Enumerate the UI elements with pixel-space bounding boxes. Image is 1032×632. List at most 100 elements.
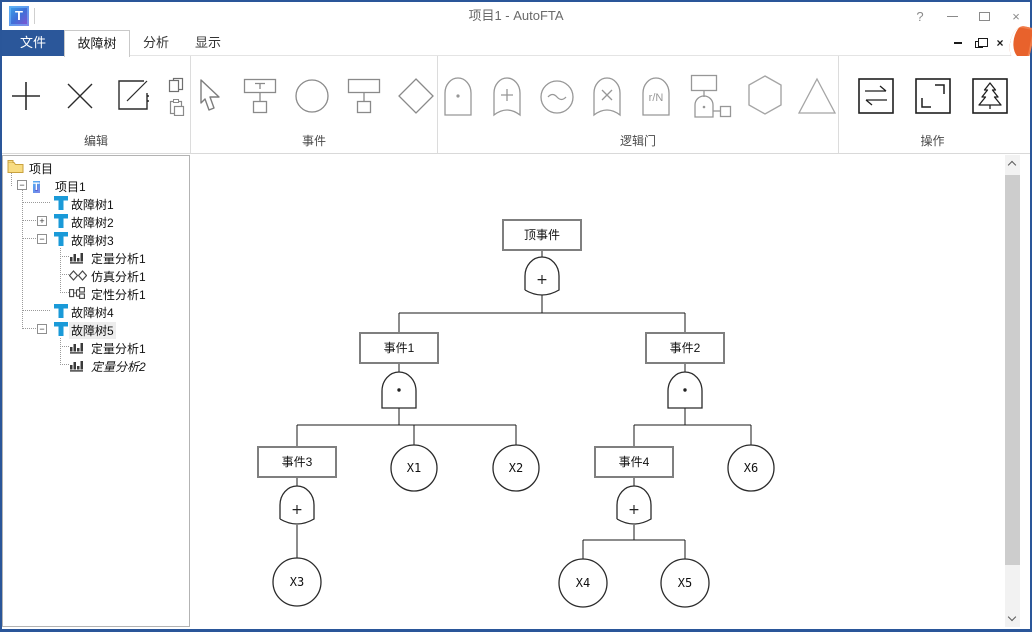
- svg-text:X2: X2: [509, 461, 523, 475]
- fault-tree-icon: [53, 321, 69, 337]
- title-bar: T 项目1 - AutoFTA ? ×: [2, 2, 1030, 30]
- tree-item-quant-analysis2[interactable]: 定量分析2: [3, 356, 189, 374]
- tree-item-faulttree2[interactable]: + 故障树2: [3, 212, 189, 230]
- vertical-scrollbar[interactable]: [1005, 155, 1020, 627]
- copy-icon[interactable]: [168, 77, 186, 93]
- paste-icon[interactable]: [168, 98, 186, 116]
- add-icon[interactable]: [6, 76, 46, 116]
- tree-item-quant-analysis1b[interactable]: 定量分析1: [3, 338, 189, 356]
- group-label-edit: 编辑: [83, 134, 108, 148]
- tree-connector: [22, 328, 36, 329]
- tree-item-faulttree4[interactable]: 故障树4: [3, 302, 189, 320]
- top-event-icon[interactable]: [242, 76, 278, 116]
- expand-expander[interactable]: +: [37, 216, 47, 226]
- ribbon-group-edit: 编辑: [2, 56, 191, 153]
- tree-item-sim-analysis1[interactable]: 仿真分析1: [3, 266, 189, 284]
- and-gate-icon[interactable]: [438, 73, 478, 119]
- minimize-button[interactable]: [944, 15, 960, 17]
- node-event4[interactable]: 事件4: [594, 446, 674, 478]
- xor-gate-icon[interactable]: [587, 73, 627, 119]
- node-x4[interactable]: X4: [558, 558, 608, 608]
- svg-text:事件4: 事件4: [619, 455, 650, 469]
- svg-text:X1: X1: [407, 461, 421, 475]
- project-icon: T: [33, 181, 40, 193]
- and-gate-event2[interactable]: [667, 371, 703, 409]
- svg-text:事件3: 事件3: [282, 455, 313, 469]
- scrollbar-thumb[interactable]: [1005, 175, 1020, 565]
- fault-tree-icon: [53, 213, 69, 229]
- ribbon-group-event: 事件: [191, 56, 438, 153]
- voting-gate-label: r/N: [648, 92, 663, 104]
- node-x6[interactable]: X6: [727, 444, 775, 492]
- tab-fault-tree[interactable]: 故障树: [64, 30, 130, 57]
- delete-icon[interactable]: [60, 76, 100, 116]
- voting-gate-icon[interactable]: r/N: [636, 73, 676, 119]
- svg-text:X5: X5: [678, 576, 692, 590]
- ribbon-group-gate: r/N 逻辑门: [438, 56, 839, 153]
- mdi-minimize-button[interactable]: [952, 42, 964, 44]
- help-button[interactable]: ?: [916, 8, 924, 24]
- main-area: 项目 − T 项目1 故障树1 + 故障树2 −: [2, 154, 1030, 628]
- select-cursor-icon[interactable]: [193, 77, 227, 115]
- tree-connector: [60, 292, 69, 293]
- svg-text:+: +: [628, 502, 640, 518]
- or-gate-icon[interactable]: [487, 73, 527, 119]
- collapse-expander[interactable]: −: [37, 234, 47, 244]
- scroll-up-button[interactable]: [1005, 155, 1020, 172]
- tree-item-project1[interactable]: − T 项目1: [3, 176, 189, 194]
- fault-tree-icon: [53, 303, 69, 319]
- fault-tree-icon: [53, 231, 69, 247]
- inhibit-gate-icon[interactable]: [744, 73, 786, 119]
- ribbon-tab-row: 文件 故障树 分析 显示 ×: [2, 24, 1032, 64]
- clipboard-buttons: [168, 77, 186, 116]
- tab-display[interactable]: 显示: [194, 35, 221, 50]
- undeveloped-event-icon[interactable]: [397, 77, 435, 115]
- node-x1[interactable]: X1: [390, 444, 438, 492]
- node-x5[interactable]: X5: [660, 558, 710, 608]
- edit-icon[interactable]: [114, 76, 154, 116]
- or-gate-event4[interactable]: +: [616, 485, 652, 525]
- tree-item-faulttree3[interactable]: − 故障树3: [3, 230, 189, 248]
- node-x2[interactable]: X2: [492, 444, 540, 492]
- intermediate-event-icon[interactable]: [346, 76, 382, 116]
- ribbon: 编辑: [2, 56, 1030, 154]
- project-tree-panel[interactable]: 项目 − T 项目1 故障树1 + 故障树2 −: [2, 155, 190, 627]
- not-gate-icon[interactable]: [536, 73, 578, 119]
- tree-connector: [22, 310, 50, 311]
- close-button[interactable]: ×: [1012, 8, 1020, 24]
- node-event1[interactable]: 事件1: [359, 332, 439, 364]
- tree-connector: [22, 220, 36, 221]
- transfer-gate-icon[interactable]: [795, 73, 839, 119]
- fit-view-icon[interactable]: [914, 78, 951, 114]
- basic-event-icon[interactable]: [293, 77, 331, 115]
- tab-file[interactable]: 文件: [2, 30, 64, 56]
- maximize-button[interactable]: [976, 11, 992, 21]
- collapse-expander[interactable]: −: [17, 180, 27, 190]
- tree-item-project[interactable]: 项目: [3, 158, 189, 176]
- or-gate-event3[interactable]: +: [279, 485, 315, 525]
- mdi-restore-button[interactable]: [973, 37, 988, 48]
- node-x3[interactable]: X3: [272, 557, 322, 607]
- node-event2[interactable]: 事件2: [645, 332, 725, 364]
- node-top-event[interactable]: 顶事件: [502, 219, 582, 251]
- tree-connector: [22, 187, 23, 329]
- tree-item-faulttree5[interactable]: − 故障树5: [3, 320, 189, 339]
- fault-tree-canvas[interactable]: 顶事件 + 事件1 事件2: [190, 154, 1005, 628]
- tab-analysis[interactable]: 分析: [142, 35, 169, 50]
- tree-item-quant-analysis1[interactable]: 定量分析1: [3, 248, 189, 266]
- tree-item-qual-analysis1[interactable]: 定性分析1: [3, 284, 189, 302]
- and-gate-event1[interactable]: [381, 371, 417, 409]
- tree-item-faulttree1[interactable]: 故障树1: [3, 194, 189, 212]
- scroll-down-button[interactable]: [1005, 610, 1020, 627]
- folder-icon: [7, 159, 24, 174]
- or-gate-top[interactable]: +: [524, 256, 560, 296]
- collapse-expander[interactable]: −: [37, 324, 47, 334]
- conditional-gate-icon[interactable]: [685, 73, 735, 119]
- tree-connector: [60, 346, 69, 347]
- bar-chart-icon: [69, 341, 85, 354]
- svg-text:+: +: [291, 502, 303, 518]
- tree-layout-icon[interactable]: [971, 78, 1008, 114]
- node-event3[interactable]: 事件3: [257, 446, 337, 478]
- convert-icon[interactable]: [857, 78, 894, 114]
- mdi-close-button[interactable]: ×: [996, 36, 1004, 50]
